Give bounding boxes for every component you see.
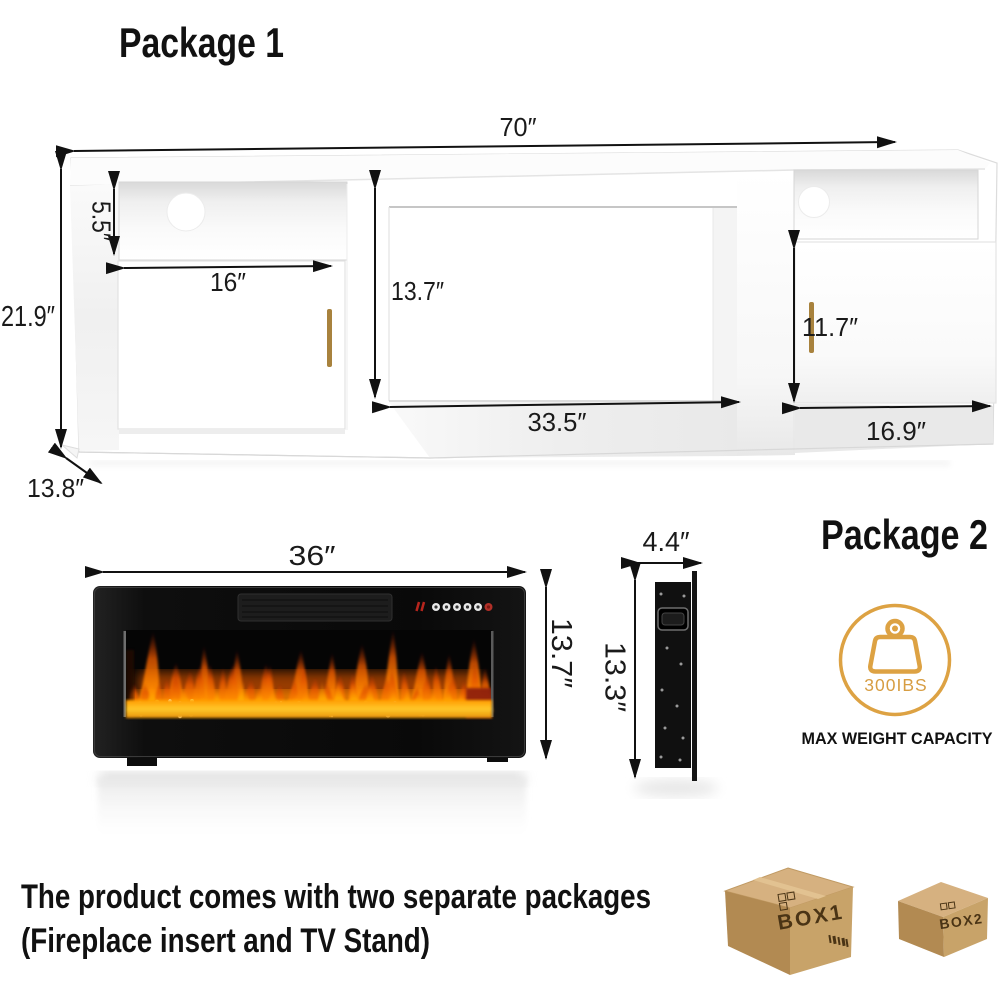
svg-text:11.7″: 11.7″ — [802, 312, 858, 342]
svg-text:4.4″: 4.4″ — [643, 526, 690, 557]
svg-text:(Fireplace insert and TV Stand: (Fireplace insert and TV Stand) — [21, 922, 430, 960]
svg-text:21.9″: 21.9″ — [1, 301, 55, 333]
svg-text:13.3″: 13.3″ — [599, 642, 631, 712]
svg-text:Package 1: Package 1 — [119, 19, 284, 66]
svg-text:Package 2: Package 2 — [821, 511, 988, 558]
svg-text:5.5″: 5.5″ — [87, 201, 117, 241]
svg-text:The product comes with two sep: The product comes with two separate pack… — [21, 878, 651, 916]
svg-text:16″: 16″ — [210, 267, 246, 297]
svg-text:300IBS: 300IBS — [864, 675, 927, 695]
svg-text:BOX2: BOX2 — [938, 910, 984, 932]
svg-text:70″: 70″ — [500, 112, 537, 142]
svg-text:36″: 36″ — [289, 540, 336, 571]
svg-text:33.5″: 33.5″ — [528, 407, 587, 437]
svg-text:MAX WEIGHT CAPACITY: MAX WEIGHT CAPACITY — [802, 730, 993, 748]
svg-text:16.9″: 16.9″ — [866, 416, 926, 446]
svg-text:13.7″: 13.7″ — [391, 276, 444, 306]
svg-text:13.7″: 13.7″ — [545, 618, 577, 688]
svg-text:13.8″: 13.8″ — [27, 473, 84, 503]
